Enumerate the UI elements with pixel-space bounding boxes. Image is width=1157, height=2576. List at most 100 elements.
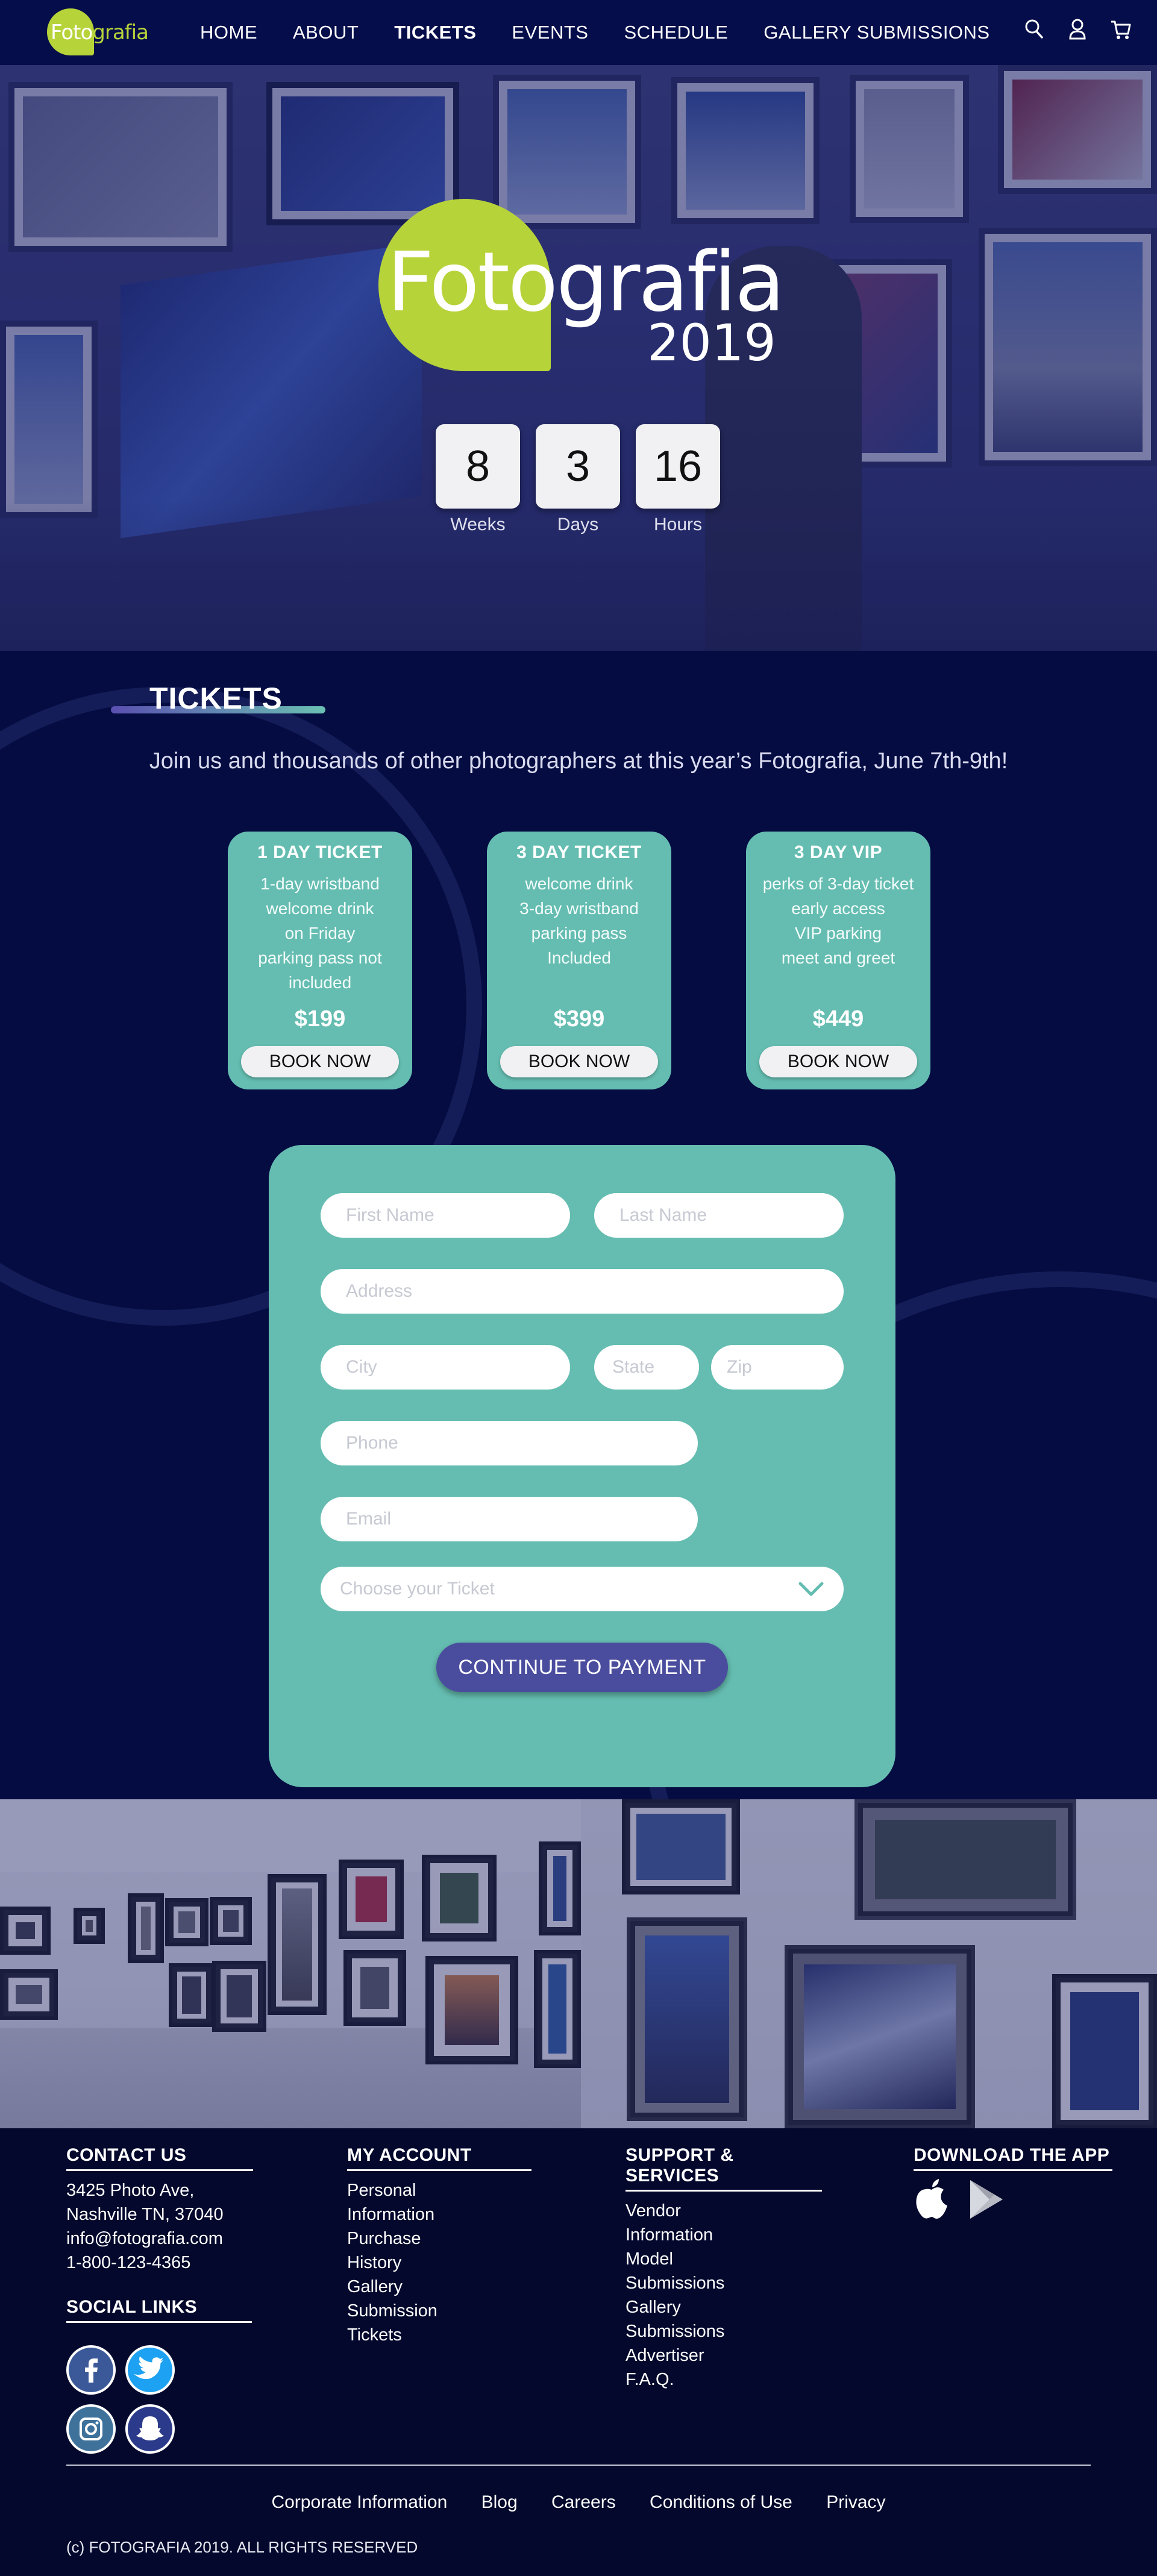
- gallery-picture: [74, 1908, 105, 1944]
- gallery-picture: [128, 1893, 164, 1963]
- gallery-picture: [854, 1799, 1076, 1920]
- continue-to-payment-button[interactable]: CONTINUE TO PAYMENT: [436, 1643, 728, 1692]
- footer-link[interactable]: Submissions: [626, 2322, 725, 2341]
- book-now-button[interactable]: BOOK NOW: [759, 1046, 917, 1077]
- ticket-title: 3 DAY TICKET: [516, 842, 642, 862]
- nav-item-home[interactable]: HOME: [200, 22, 257, 43]
- email-link[interactable]: info@fotografia.com: [66, 2229, 223, 2248]
- search-icon[interactable]: [1023, 17, 1045, 41]
- gallery-picture: [422, 1855, 497, 1941]
- footer-link[interactable]: Submissions: [626, 2274, 725, 2293]
- countdown-label: Weeks: [450, 515, 506, 534]
- gallery-picture: [343, 1950, 406, 2026]
- ticket-price: $449: [812, 1006, 864, 1032]
- ticket-select[interactable]: Choose your Ticket: [321, 1567, 844, 1611]
- footer-link-corporate[interactable]: Corporate Information: [271, 2492, 448, 2512]
- ticket-price: $399: [553, 1006, 605, 1032]
- footer-link[interactable]: Information: [626, 2225, 713, 2245]
- footer-link[interactable]: Information: [347, 2205, 435, 2224]
- gallery-banner: [0, 1799, 1157, 2128]
- gallery-picture: [622, 1799, 740, 1894]
- footer-link[interactable]: Advertiser: [626, 2346, 704, 2365]
- gallery-overlay: [0, 1799, 1157, 2128]
- section-title-wrap: TICKETS: [111, 681, 328, 717]
- hero-logo: Fotografia 2019: [378, 199, 785, 380]
- book-now-button[interactable]: BOOK NOW: [500, 1046, 658, 1077]
- gallery-picture: [539, 1841, 581, 1935]
- countdown-days: 3 Days: [536, 424, 620, 535]
- hero-banner: Fotografia 2019 8 Weeks 3 Days 16 Hours: [0, 65, 1157, 651]
- gallery-picture: [534, 1950, 581, 2068]
- footer: CONTACT US 3425 Photo Ave, Nashville TN,…: [0, 2128, 1157, 2576]
- state-input[interactable]: [594, 1345, 699, 1390]
- footer-link[interactable]: Gallery: [626, 2298, 681, 2317]
- ticket-perks: welcome drink 3-day wristband parking pa…: [519, 874, 639, 967]
- ticket-perks: 1-day wristband welcome drink on Friday …: [258, 874, 382, 992]
- city-input[interactable]: [321, 1345, 570, 1390]
- footer-contact: CONTACT US 3425 Photo Ave, Nashville TN,…: [66, 2145, 253, 2275]
- footer-link[interactable]: Model: [626, 2249, 673, 2269]
- user-icon[interactable]: [1067, 17, 1088, 41]
- nav-item-events[interactable]: EVENTS: [512, 22, 589, 43]
- hero-overlay: [0, 65, 1157, 651]
- top-navigation: Fotografia HOME ABOUT TICKETS EVENTS SCH…: [0, 0, 1157, 65]
- footer-link-careers[interactable]: Careers: [551, 2492, 616, 2512]
- ticket-cards: 1 DAY TICKET 1-day wristband welcome dri…: [228, 832, 930, 1089]
- nav-item-about[interactable]: ABOUT: [293, 22, 359, 43]
- footer-link[interactable]: Personal: [347, 2181, 416, 2200]
- apple-icon[interactable]: [914, 2178, 950, 2224]
- gallery-picture: [0, 1907, 51, 1955]
- footer-link-blog[interactable]: Blog: [481, 2492, 518, 2512]
- support-links: Vendor Information Model Submissions Gal…: [626, 2199, 822, 2392]
- snapchat-icon[interactable]: [125, 2404, 175, 2454]
- footer-link-privacy[interactable]: Privacy: [826, 2492, 886, 2512]
- countdown-value: 3: [536, 424, 620, 509]
- nav-logo[interactable]: Fotografia: [47, 8, 149, 55]
- nav-item-tickets[interactable]: TICKETS: [394, 22, 477, 43]
- ticket-price: $199: [294, 1006, 346, 1032]
- facebook-icon[interactable]: [66, 2345, 116, 2395]
- last-name-input[interactable]: [594, 1193, 844, 1238]
- email-input[interactable]: [321, 1497, 698, 1541]
- countdown-hours: 16 Hours: [636, 424, 720, 535]
- footer-link[interactable]: Tickets: [347, 2325, 402, 2345]
- zip-input[interactable]: [711, 1345, 844, 1390]
- chevron-down-icon: [798, 1579, 824, 1599]
- phone-input[interactable]: [321, 1421, 698, 1465]
- footer-link[interactable]: Purchase: [347, 2229, 421, 2248]
- logo-blob: [47, 8, 94, 55]
- hero-logo-blob: [378, 199, 551, 371]
- ticket-card-3-day-vip: 3 DAY VIP perks of 3-day ticket early ac…: [746, 832, 930, 1089]
- footer-link[interactable]: Vendor: [626, 2201, 681, 2220]
- footer-link[interactable]: Gallery: [347, 2277, 403, 2296]
- nav-item-schedule[interactable]: SCHEDULE: [624, 22, 729, 43]
- title-underline: [111, 706, 325, 713]
- footer-link[interactable]: Submission: [347, 2301, 437, 2321]
- footer-heading: CONTACT US: [66, 2145, 253, 2171]
- countdown: 8 Weeks 3 Days 16 Hours: [436, 424, 720, 535]
- countdown-weeks: 8 Weeks: [436, 424, 520, 535]
- address-input[interactable]: [321, 1269, 844, 1314]
- gallery-picture: [1052, 1974, 1157, 2128]
- twitter-icon[interactable]: [125, 2345, 175, 2395]
- footer-link[interactable]: F.A.Q.: [626, 2370, 674, 2389]
- cart-icon[interactable]: [1110, 17, 1132, 41]
- gallery-photo-right: [581, 1799, 1157, 2128]
- footer-link-conditions[interactable]: Conditions of Use: [650, 2492, 792, 2512]
- footer-heading: MY ACCOUNT: [347, 2145, 531, 2171]
- countdown-value: 16: [636, 424, 720, 509]
- gallery-picture: [268, 1874, 327, 2015]
- footer-app: DOWNLOAD THE APP: [914, 2145, 1112, 2171]
- first-name-input[interactable]: [321, 1193, 570, 1238]
- hero-logo-word: Fotografia: [387, 235, 785, 330]
- ticket-title: 3 DAY VIP: [794, 842, 883, 862]
- phone-link[interactable]: 1-800-123-4365: [66, 2253, 191, 2272]
- book-now-button[interactable]: BOOK NOW: [241, 1046, 399, 1077]
- footer-link[interactable]: History: [347, 2253, 402, 2272]
- instagram-icon[interactable]: [66, 2404, 116, 2454]
- social-icons: [66, 2345, 187, 2466]
- countdown-label: Hours: [653, 515, 703, 534]
- gallery-picture: [0, 1969, 58, 2020]
- google-play-icon[interactable]: [967, 2178, 1005, 2224]
- nav-item-gallery-submissions[interactable]: GALLERY SUBMISSIONS: [763, 22, 990, 43]
